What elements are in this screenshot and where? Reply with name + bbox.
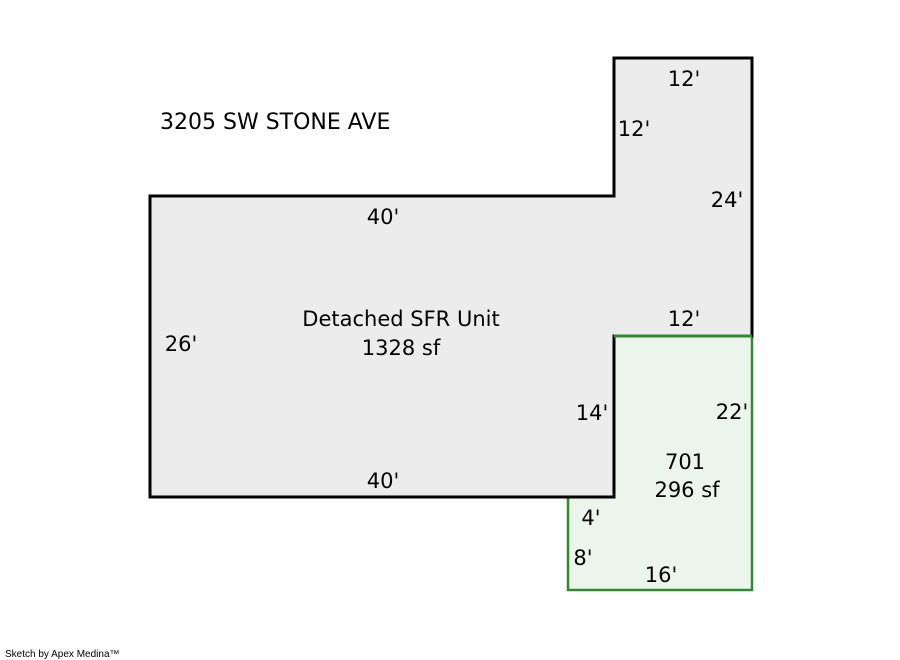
- dim-main-step: 12': [668, 307, 701, 331]
- dim-addition-small-left: 8': [573, 546, 592, 570]
- dim-addition-right: 22': [716, 400, 749, 424]
- main-area-name: Detached SFR Unit: [302, 307, 499, 331]
- dim-main-top-right: 12': [668, 67, 701, 91]
- dim-main-top-left: 40': [367, 205, 400, 229]
- property-address: 3205 SW STONE AVE: [160, 110, 390, 135]
- dim-addition-bottom: 16': [645, 563, 678, 587]
- addition-area-size: 296 sf: [654, 478, 720, 502]
- dim-main-right-inner: 12': [618, 117, 651, 141]
- dim-main-inner: 14': [576, 401, 609, 425]
- main-area-size: 1328 sf: [362, 336, 441, 360]
- dim-main-left: 26': [165, 332, 198, 356]
- dim-main-right: 24': [711, 188, 744, 212]
- main-unit-outline: [148, 56, 754, 499]
- dim-main-bottom: 40': [367, 469, 400, 493]
- sketch-credit: Sketch by Apex Medina™: [5, 649, 120, 660]
- addition-name: 701: [665, 450, 705, 474]
- dim-addition-small-top: 4': [581, 506, 600, 530]
